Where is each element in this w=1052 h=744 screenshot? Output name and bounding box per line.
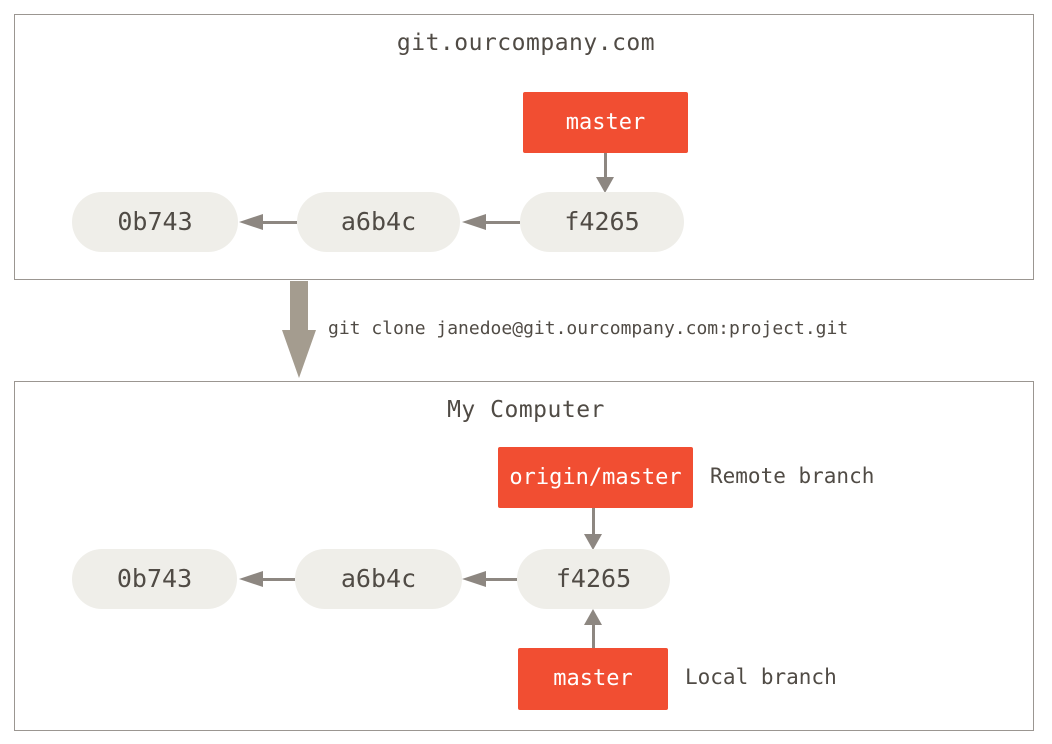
origin-master-branch-label: origin/master <box>498 447 693 508</box>
server-commit-a6b4c: a6b4c <box>297 192 460 252</box>
arrow-head <box>462 571 486 587</box>
arrow-down-icon <box>596 153 614 193</box>
clone-arrow-icon <box>282 281 316 378</box>
arrow-shaft <box>591 622 595 648</box>
arrow-head <box>462 214 486 230</box>
server-master-branch-label: master <box>523 92 688 153</box>
arrow-left-icon <box>462 571 517 587</box>
arrow-shaft <box>261 577 295 581</box>
arrow-down-icon <box>584 508 602 550</box>
arrow-shaft <box>591 508 595 537</box>
arrow-left-icon <box>239 214 297 230</box>
local-commit-f4265: f4265 <box>517 549 670 609</box>
arrow-shaft <box>484 220 520 224</box>
arrow-head <box>239 571 263 587</box>
arrow-head <box>596 177 614 193</box>
local-master-branch-label: master <box>518 648 668 710</box>
arrow-left-icon <box>239 571 295 587</box>
arrow-up-icon <box>584 609 602 648</box>
local-branch-annotation: Local branch <box>685 665 837 689</box>
remote-branch-annotation: Remote branch <box>710 464 875 488</box>
arrow-shaft <box>484 577 517 581</box>
arrow-head <box>584 534 602 550</box>
local-repo-title: My Computer <box>447 397 605 423</box>
arrow-left-icon <box>462 214 520 230</box>
server-repo-title: git.ourcompany.com <box>396 30 656 56</box>
local-commit-a6b4c: a6b4c <box>295 549 462 609</box>
arrow-head <box>584 609 602 625</box>
arrow-head <box>282 330 316 378</box>
arrow-head <box>239 214 263 230</box>
clone-command-text: git clone janedoe@git.ourcompany.com:pro… <box>328 318 849 339</box>
server-commit-f4265: f4265 <box>520 192 684 252</box>
arrow-shaft <box>261 220 297 224</box>
server-commit-0b743: 0b743 <box>72 192 238 252</box>
arrow-shaft <box>290 281 308 331</box>
arrow-shaft <box>603 153 607 180</box>
local-commit-0b743: 0b743 <box>72 549 237 609</box>
